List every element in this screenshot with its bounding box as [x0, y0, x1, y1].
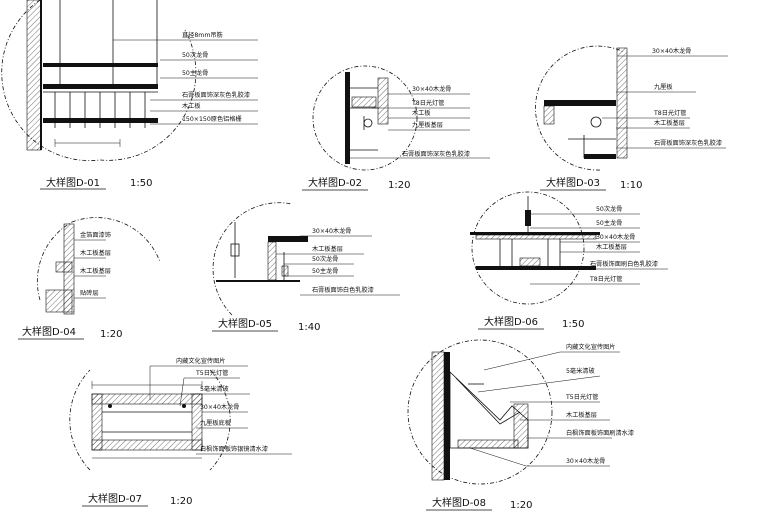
callout-label: 木工板基层: [596, 243, 627, 251]
callout-label: 石膏板面饰深灰色乳胶漆: [654, 139, 722, 147]
aluminium-grille: [43, 118, 158, 123]
light-box-bottom: [91, 439, 203, 451]
detail-d02: 30×40木龙骨 T8日光灯管 木工板 九厘板基层 石膏板面饰深灰色乳胶漆 大样…: [302, 65, 490, 191]
callout-label: 木工板: [182, 102, 201, 110]
lamp-tube: [363, 118, 373, 128]
detail-scale: 1:10: [620, 180, 642, 191]
detail-d05: 30×40木龙骨 木工板基层 50次龙骨 50主龙骨 石膏板面饰白色乳胶漆 大样…: [212, 202, 400, 333]
main-runner: [43, 63, 158, 67]
timber-batten: [377, 77, 389, 125]
wall-section: [431, 351, 445, 481]
callout-label: 50主龙骨: [182, 69, 208, 77]
callout-label: 内藏文化宣传图片: [176, 357, 226, 365]
callout-label: 木工板: [412, 109, 431, 117]
detail-title: 大样图D-04: [22, 325, 76, 338]
callout-label: 木工板基层: [312, 245, 343, 253]
callout-label: 50次龙骨: [182, 51, 208, 59]
callout-label: 石膏板饰面刷白色乳胶漆: [590, 260, 658, 268]
detail-d07: 内藏文化宣传图片 T5日光灯管 5毫米清玻 30×40木龙骨 九厘板底板 白枫饰…: [69, 357, 292, 507]
callout-label: 白枫饰面板饰银镜清水漆: [200, 445, 268, 453]
callout-label: 内藏文化宣传图片: [566, 343, 616, 351]
detail-title: 大样图D-08: [432, 496, 486, 509]
callout-label: 直径8mm吊筋: [182, 31, 223, 39]
callout-label: 木工板基层: [80, 249, 111, 257]
wall-board: [345, 72, 350, 164]
detail-title: 大样图D-03: [546, 176, 600, 189]
callout-label: 石膏板面饰深灰色乳胶漆: [402, 150, 470, 158]
callout-label: 九厘板底板: [200, 419, 231, 427]
callout-label: 30×40木龙骨: [412, 85, 452, 93]
callout-label: 石膏板面饰白色乳胶漆: [312, 286, 374, 294]
gypsum-board: [43, 84, 158, 89]
callout-label: 木工板基层: [80, 267, 111, 275]
callout-label: 30×40木龙骨: [200, 403, 240, 411]
detail-scale: 1:20: [510, 500, 532, 511]
detail-scale: 1:20: [388, 180, 410, 191]
ceiling-board: [476, 266, 596, 270]
detail-title: 大样图D-07: [88, 492, 142, 505]
lamp-trough: [519, 257, 541, 267]
detail-d04: 金箔面漆饰 木工板基层 木工板基层 贴砖层 大样图D-04 1:20: [18, 217, 161, 340]
detail-scale: 1:50: [130, 178, 152, 189]
callout-label: T8日光灯管: [411, 99, 444, 107]
wall-section: [616, 47, 628, 159]
detail-boundary-circle: [36, 221, 73, 301]
detail-scale: 1:50: [562, 319, 584, 330]
detail-title: 大样图D-02: [308, 176, 362, 189]
detail-d06: 50次龙骨 50主龙骨 30×40木龙骨 木工板基层 石膏板饰面刷白色乳胶漆 T…: [470, 191, 668, 330]
detail-scale: 1:40: [298, 322, 320, 333]
detail-boundary-circle: [69, 369, 91, 471]
soffit-board: [544, 100, 616, 106]
callout-label: 50主龙骨: [312, 267, 338, 275]
detail-title: 大样图D-01: [46, 176, 100, 189]
callout-label: 50次龙骨: [312, 255, 338, 263]
callout-label: 木工板基层: [566, 411, 597, 419]
callout-label: 5毫米清玻: [200, 385, 229, 393]
detail-title: 大样图D-06: [484, 315, 538, 328]
callout-label: 30×40木龙骨: [652, 47, 692, 55]
detail-d03: 30×40木龙骨 九厘板 T8日光灯管 木工板基层 石膏板面饰深灰色乳胶漆 大样…: [535, 45, 728, 191]
callout-label: 50主龙骨: [596, 219, 622, 227]
detail-boundary-circle: [535, 45, 625, 171]
callout-label: T8日光灯管: [589, 275, 622, 283]
detail-boundary-circle: [407, 339, 553, 485]
callout-label: 贴砖层: [80, 289, 99, 297]
detail-scale: 1:20: [170, 496, 192, 507]
detail-boundary-circle-arc: [209, 369, 231, 471]
detail-boundary-circle: [471, 191, 585, 305]
detail-title: 大样图D-05: [218, 317, 272, 330]
callout-label: 50次龙骨: [596, 205, 622, 213]
detail-boundary-circle-arc: [71, 217, 161, 263]
callout-label: 金箔面漆饰: [80, 231, 111, 239]
callout-label: 九厘板: [654, 83, 673, 91]
detail-d01: 直径8mm吊筋 50次龙骨 50主龙骨 石膏板面饰深灰色乳胶漆 木工板 150×…: [1, 0, 258, 190]
callout-label: 30×40木龙骨: [566, 457, 606, 465]
detail-boundary-circle: [212, 202, 293, 316]
lamp-tube: [590, 116, 602, 128]
main-runner: [470, 232, 600, 235]
callout-label: 150×150原色铝格栅: [182, 115, 242, 123]
callout-label: 木工板基层: [654, 119, 685, 127]
callout-label: 5毫米清玻: [566, 367, 595, 375]
callout-label: 30×40木龙骨: [596, 233, 636, 241]
detail-scale: 1:20: [100, 329, 122, 340]
soffit-board: [268, 236, 308, 242]
wall-section: [26, 0, 42, 151]
callout-label: 九厘板基层: [412, 121, 443, 129]
callout-label: 白枫饰面板饰面刷清水漆: [566, 429, 634, 437]
callout-label: T5日光灯管: [195, 369, 228, 377]
detail-d08: 内藏文化宣传图片 5毫米清玻 T5日光灯管 木工板基层 白枫饰面板饰面刷清水漆 …: [407, 339, 634, 511]
callout-label: 石膏板面饰深灰色乳胶漆: [182, 91, 250, 99]
callout-label: T5日光灯管: [565, 393, 598, 401]
light-box-top: [91, 393, 203, 405]
callout-label: T8日光灯管: [653, 109, 686, 117]
callout-label: 30×40木龙骨: [312, 227, 352, 235]
